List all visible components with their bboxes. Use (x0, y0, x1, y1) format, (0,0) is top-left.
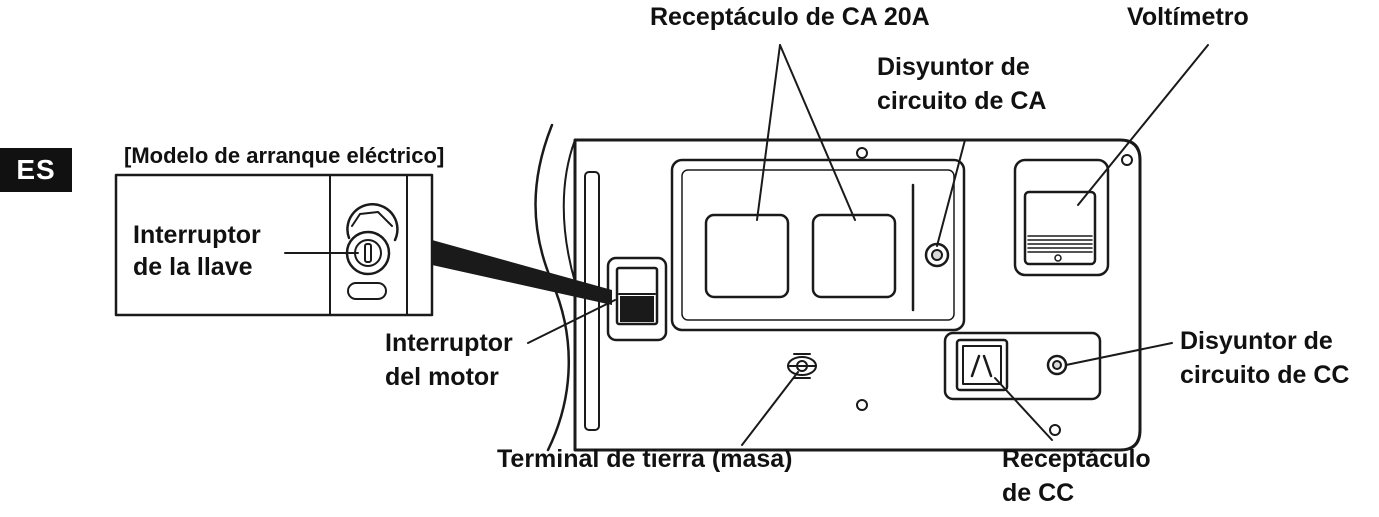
voltmeter-scale (1027, 235, 1093, 253)
key-switch-label-line1: Interruptor (133, 221, 261, 249)
ground-terminal (787, 353, 817, 379)
dc-receptacle-inner (962, 345, 1002, 385)
leader-lines (284, 44, 1209, 446)
screw (856, 147, 868, 159)
inset-title: [Modelo de arranque eléctrico] (124, 143, 445, 168)
inset-projection (432, 240, 612, 305)
dc-plate (943, 331, 1102, 401)
key-switch-label-line2: de la llave (133, 253, 253, 281)
language-badge: ES (0, 148, 72, 192)
ac-outlet-left (704, 213, 790, 299)
voltmeter-housing (1013, 158, 1110, 277)
housing-cut-inner (562, 139, 576, 283)
ac-breaker-label-line1: Disyuntor de (877, 53, 1030, 81)
dc-breaker-label-line2: circuito de CC (1180, 361, 1350, 389)
dc-breaker-label-line1: Disyuntor de (1180, 327, 1333, 355)
screw (856, 399, 868, 411)
dc-receptacle-label-line1: Receptáculo (1002, 445, 1151, 473)
engine-switch-label-line2: del motor (385, 363, 499, 391)
ac-receptacle-label: Receptáculo de CA 20A (650, 3, 930, 31)
dc-breaker-inner (1052, 360, 1062, 370)
ac-breaker-label-line2: circuito de CA (877, 87, 1047, 115)
voltmeter-window (1023, 190, 1097, 266)
voltmeter-label: Voltímetro (1127, 3, 1249, 31)
ac-outlet-inner (681, 169, 955, 321)
screw (1121, 154, 1133, 166)
engine-switch-label-line1: Interruptor (385, 329, 513, 357)
key-switch-button (347, 282, 387, 300)
key-switch-guard (346, 203, 399, 242)
dc-receptacle-label-line2: de CC (1002, 479, 1075, 507)
dc-receptacle-slots (970, 354, 993, 378)
ac-outlet-plate (670, 158, 966, 332)
screw (1049, 424, 1061, 436)
dc-receptacle-outer (955, 338, 1009, 392)
ac-outlet-right (811, 213, 897, 299)
ground-terminal-label: Terminal de tierra (masa) (497, 445, 793, 473)
voltmeter-dot (1054, 254, 1062, 262)
engine-switch-rocker (615, 266, 659, 326)
ac-breaker-inner (931, 249, 943, 261)
